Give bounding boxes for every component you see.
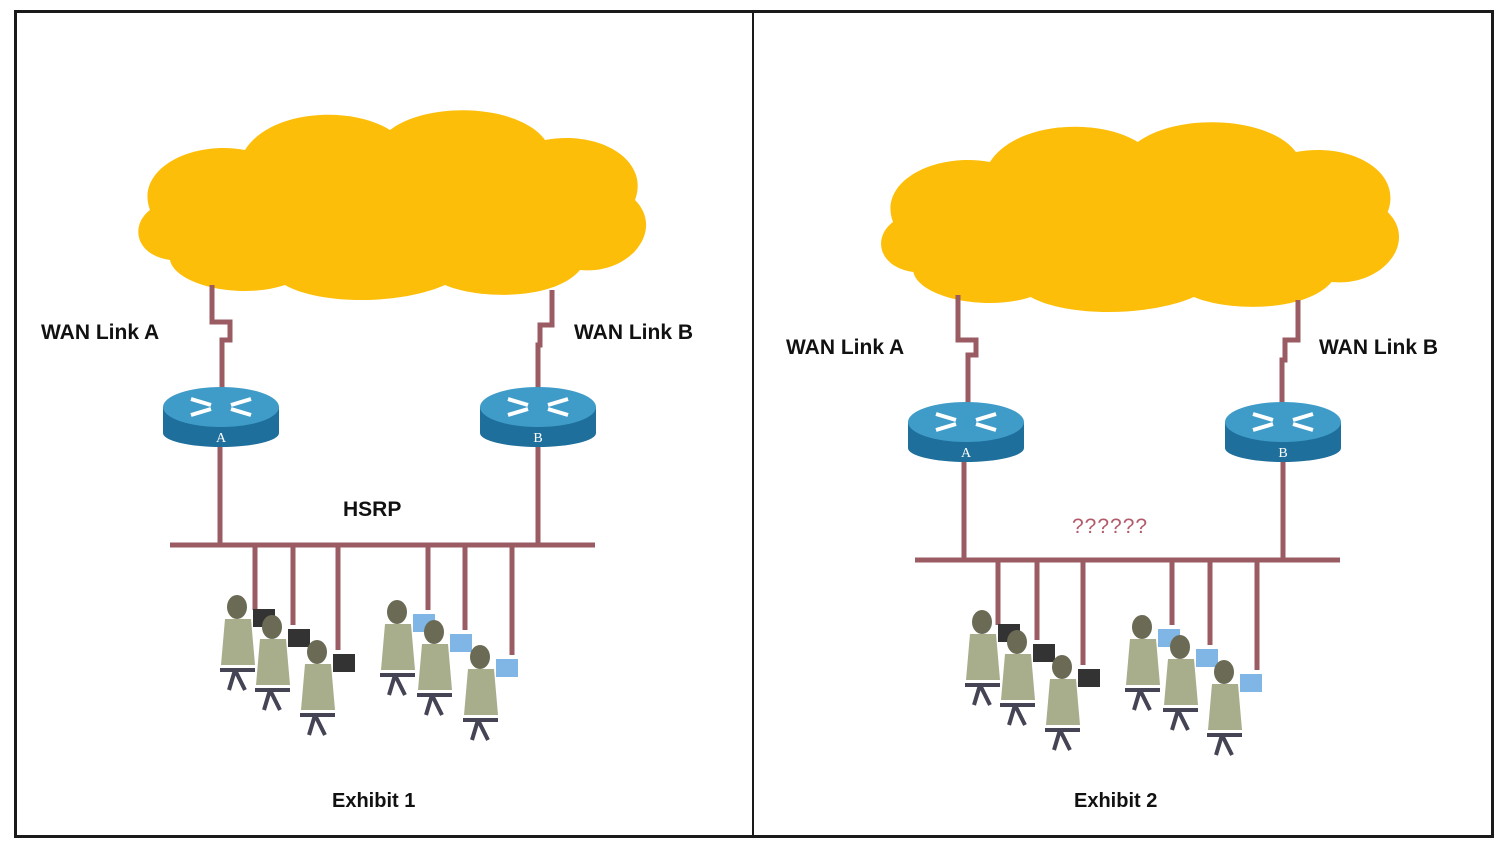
exhibit-1-panel: A B WAN Link A WAN Link B HSRP Exhibit 1: [17, 13, 752, 835]
router-b-label: B: [533, 431, 542, 446]
workstation-user-icon: [1045, 655, 1100, 751]
wan-link-a-line: [209, 285, 233, 395]
wan-link-a-label: WAN Link A: [786, 336, 905, 359]
workstation-user-icon: [380, 600, 435, 696]
wan-link-b-line: [535, 290, 555, 395]
workstation-user-icon: [1000, 630, 1055, 726]
wan-link-a-line: [955, 295, 979, 410]
workstation-user-icon: [417, 620, 472, 716]
workstation-user-icon: [965, 610, 1020, 706]
router-icon: B: [480, 387, 596, 447]
exhibit-2-panel: A B WAN Link A WAN Link B ?????? Exhibit…: [754, 13, 1491, 835]
workstation-user-icon: [463, 645, 518, 741]
unknown-protocol-label: ??????: [1072, 515, 1149, 538]
workstation-user-icon: [1125, 615, 1180, 711]
wan-link-a-label: WAN Link A: [41, 321, 160, 344]
wan-link-b-label: WAN Link B: [1319, 336, 1438, 359]
diagram-frame: [14, 10, 1494, 838]
router-a-label: A: [216, 431, 227, 446]
exhibit-2-caption: Exhibit 2: [1074, 790, 1158, 812]
exhibit-1-caption: Exhibit 1: [332, 790, 416, 812]
workstation-user-icon: [220, 595, 275, 691]
hsrp-label: HSRP: [343, 498, 402, 521]
router-icon: B: [1225, 402, 1341, 462]
wan-link-b-label: WAN Link B: [574, 321, 693, 344]
router-b-label: B: [1278, 446, 1287, 461]
router-a-label: A: [961, 446, 972, 461]
workstation-user-icon: [300, 640, 355, 736]
router-icon: A: [163, 387, 279, 447]
workstation-user-icon: [1207, 660, 1262, 756]
cloud-icon: [881, 122, 1400, 312]
exhibit-2-network: A B: [881, 122, 1400, 756]
cloud-icon: [138, 110, 647, 300]
workstation-user-icon: [1163, 635, 1218, 731]
wan-link-b-line: [1279, 300, 1301, 410]
router-icon: A: [908, 402, 1024, 462]
workstation-user-icon: [255, 615, 310, 711]
exhibit-1-network: A B: [138, 110, 647, 741]
panel-divider: [752, 10, 754, 838]
